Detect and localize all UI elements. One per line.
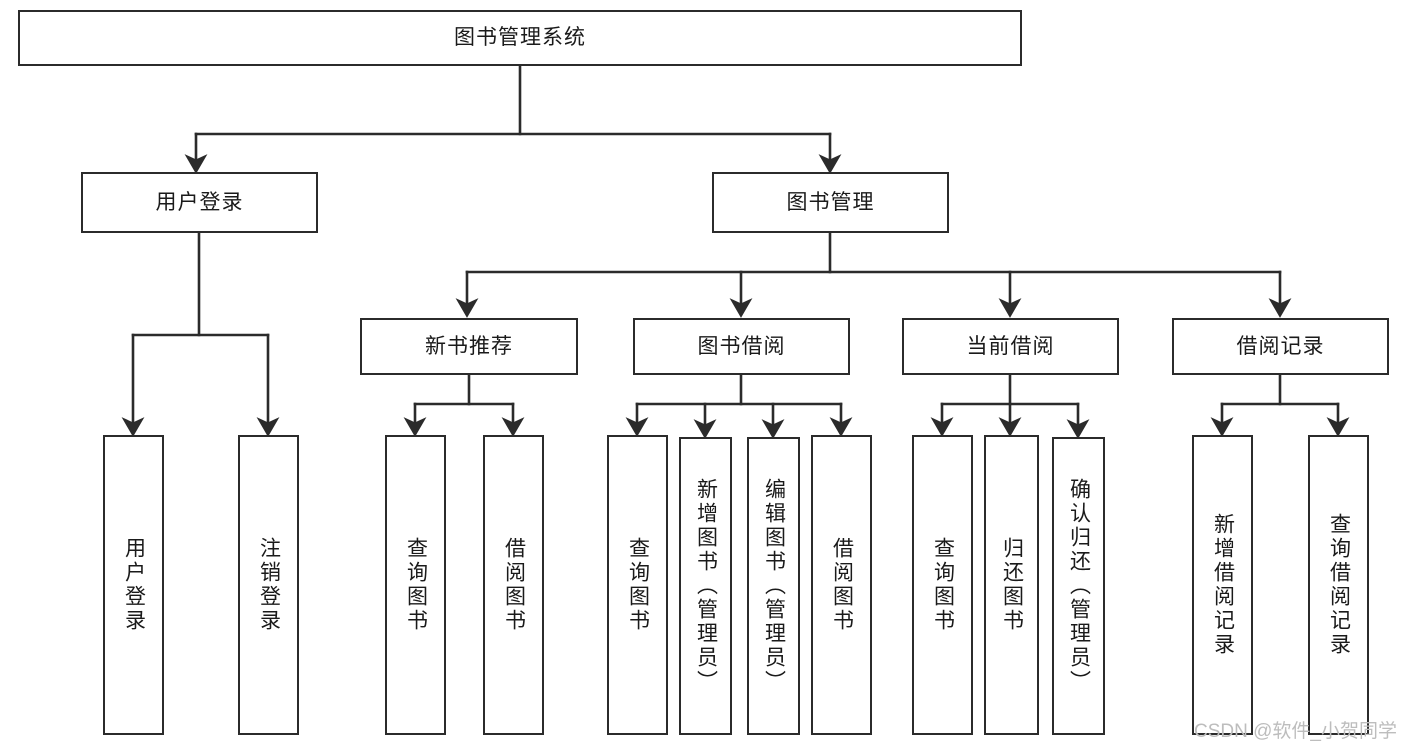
node-label: 新增图书（管理员） [694, 478, 718, 694]
node-label: 借阅图书 [502, 537, 526, 633]
node-current-borrow[interactable]: 当前借阅 [902, 318, 1119, 375]
node-label: 图书借阅 [697, 334, 786, 358]
leaf-add-book-admin[interactable]: 新增图书（管理员） [679, 437, 732, 735]
node-label: 查询图书 [931, 537, 955, 633]
node-label: 用户登录 [122, 537, 146, 633]
leaf-confirm-return-admin[interactable]: 确认归还（管理员） [1052, 437, 1105, 735]
node-user-login[interactable]: 用户登录 [81, 172, 318, 233]
node-label: 注销登录 [257, 537, 281, 633]
leaf-user-login[interactable]: 用户登录 [103, 435, 164, 735]
node-label: 确认归还（管理员） [1067, 478, 1091, 694]
leaf-borrow-book-new-recommend[interactable]: 借阅图书 [483, 435, 544, 735]
node-label: 借阅图书 [830, 537, 854, 633]
node-label: 新书推荐 [425, 334, 513, 358]
node-book-management[interactable]: 图书管理 [712, 172, 949, 233]
node-label: 查询借阅记录 [1327, 513, 1351, 657]
node-label: 用户登录 [155, 190, 244, 214]
node-label: 图书管理系统 [454, 26, 586, 50]
node-label: 编辑图书（管理员） [762, 478, 786, 694]
node-borrow-record[interactable]: 借阅记录 [1172, 318, 1389, 375]
leaf-edit-book-admin[interactable]: 编辑图书（管理员） [747, 437, 800, 735]
leaf-add-borrow-record[interactable]: 新增借阅记录 [1192, 435, 1253, 735]
leaf-borrow-book-borrow[interactable]: 借阅图书 [811, 435, 872, 735]
leaf-return-book[interactable]: 归还图书 [984, 435, 1039, 735]
leaf-query-book-current[interactable]: 查询图书 [912, 435, 973, 735]
node-new-book-recommend[interactable]: 新书推荐 [360, 318, 578, 375]
node-label: 图书管理 [786, 190, 875, 214]
node-label: 借阅记录 [1236, 334, 1325, 358]
leaf-logout-login[interactable]: 注销登录 [238, 435, 299, 735]
node-label: 新增借阅记录 [1211, 513, 1235, 657]
node-label: 归还图书 [1000, 537, 1024, 633]
csdn-watermark: CSDN @软件_小贺同学 [1194, 721, 1397, 742]
leaf-query-book-borrow[interactable]: 查询图书 [607, 435, 668, 735]
node-label: 查询图书 [404, 537, 428, 633]
leaf-query-book-new-recommend[interactable]: 查询图书 [385, 435, 446, 735]
node-root-book-management-system[interactable]: 图书管理系统 [18, 10, 1022, 66]
leaf-query-borrow-record[interactable]: 查询借阅记录 [1308, 435, 1369, 735]
node-book-borrow[interactable]: 图书借阅 [633, 318, 850, 375]
node-label: 当前借阅 [966, 334, 1055, 358]
node-label: 查询图书 [626, 537, 650, 633]
